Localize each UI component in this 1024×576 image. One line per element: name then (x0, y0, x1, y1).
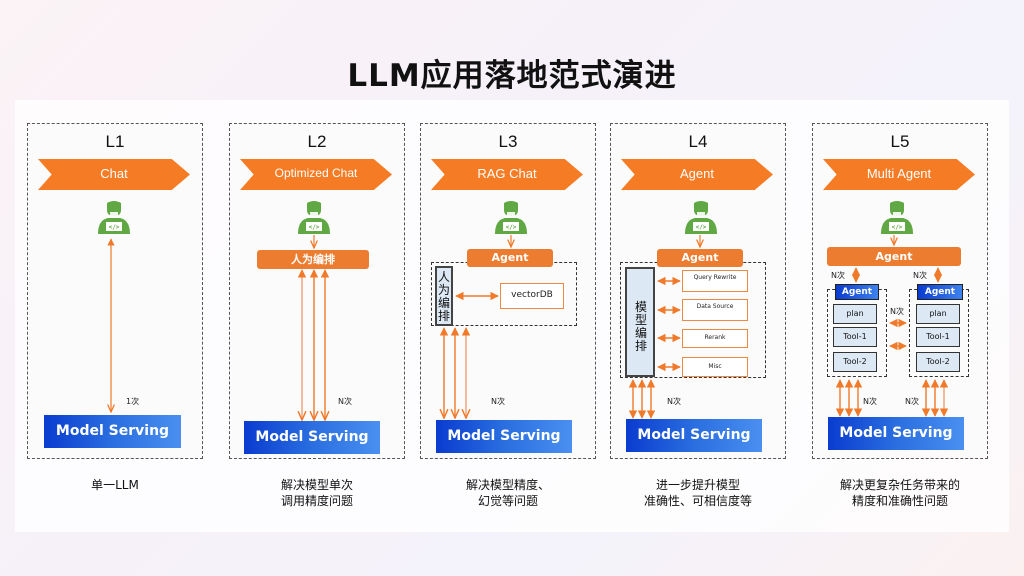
description-line: 解决更复杂任务带来的 (839, 478, 960, 492)
level-label: L5 (890, 132, 910, 151)
level-4-description: 进一步提升模型 准确性、可相信度等 (608, 477, 788, 509)
level-1-column: L1 Chat 1次 Model Serving (27, 123, 203, 459)
banner-text: Optimized Chat (274, 166, 358, 180)
call-count: N次 (913, 271, 927, 280)
level-label: L3 (498, 132, 518, 151)
call-count: N次 (890, 307, 904, 316)
description-line: 解决模型精度、 (465, 478, 550, 492)
agent-box: Agent (467, 249, 553, 267)
sub-agent-box: Agent (835, 284, 879, 300)
level-1-description: 单一LLM (25, 477, 205, 493)
level-3-description: 解决模型精度、 幻觉等问题 (418, 477, 598, 509)
level-banner: Multi Agent (823, 159, 975, 190)
level-2-description: 解决模型单次 调用精度问题 (227, 477, 407, 509)
level-banner: Optimized Chat (240, 159, 392, 190)
agent-box: Agent (827, 247, 961, 266)
call-arrows (230, 235, 406, 460)
call-arrows (835, 235, 949, 417)
orchestrator-box: 人为编排 (257, 250, 369, 269)
tool-box: Tool-2 (833, 352, 877, 372)
model-serving-box: Model Serving (828, 417, 964, 450)
description-line: 进一步提升模型 (655, 478, 740, 492)
tool-box: Tool-1 (916, 327, 960, 347)
orchestrator-box: 人为编排 (435, 266, 453, 326)
model-serving-box: Model Serving (436, 420, 572, 453)
tool-box: Tool-2 (916, 352, 960, 372)
level-5-description: 解决更复杂任务带来的 精度和准确性问题 (810, 477, 990, 509)
page-title: LLM应用落地范式演进 (347, 58, 677, 94)
call-count: N次 (491, 397, 505, 406)
plan-box: plan (833, 304, 877, 324)
banner-text: Agent (680, 166, 714, 181)
call-count: N次 (905, 397, 919, 406)
description-line: 调用精度问题 (280, 494, 353, 508)
description-line: 幻觉等问题 (477, 494, 538, 508)
vectordb-box: vectorDB (500, 283, 564, 309)
orchestrator-box: 模型编排 (625, 267, 655, 377)
banner-text: RAG Chat (477, 166, 537, 181)
plan-box: plan (916, 304, 960, 324)
call-count: N次 (863, 397, 877, 406)
level-banner: RAG Chat (431, 159, 583, 190)
level-label: L4 (688, 132, 708, 151)
model-serving-box: Model Serving (626, 419, 762, 452)
component-box: Rerank (682, 329, 748, 348)
level-3-column: L3 RAG Chat Agent 人为编排 vectorDB N次 Model… (420, 123, 596, 459)
component-box: Query Rewrite (682, 270, 748, 292)
level-label: L2 (307, 132, 327, 151)
call-count: N次 (831, 271, 845, 280)
call-arrows (421, 235, 597, 460)
level-banner: Chat (38, 159, 190, 190)
call-arrows (628, 235, 787, 419)
description-line: 解决模型单次 (280, 478, 353, 492)
tool-box: Tool-1 (833, 327, 877, 347)
call-count: 1次 (126, 397, 140, 406)
call-count: N次 (667, 397, 681, 406)
level-5-column: L5 Multi Agent Agent Agent plan Tool-1 T… (812, 123, 988, 459)
level-2-column: L2 Optimized Chat 人为编排 N次 Model Serving (229, 123, 405, 459)
description-line: 准确性、可相信度等 (643, 494, 752, 508)
banner-text: Multi Agent (866, 166, 932, 181)
component-box: Misc (682, 357, 748, 377)
model-serving-box: Model Serving (44, 415, 181, 448)
level-4-column: L4 Agent Agent 模型编排 Query Rewrite Data S… (610, 123, 786, 459)
description-line: 精度和准确性问题 (851, 494, 948, 508)
call-arrows (28, 124, 204, 460)
call-count: N次 (338, 397, 352, 406)
component-box: Data Source (682, 299, 748, 321)
level-label: L1 (105, 132, 125, 151)
model-serving-box: Model Serving (244, 421, 380, 454)
sub-agent-box: Agent (917, 284, 963, 300)
description-line: 单一LLM (91, 478, 139, 492)
level-banner: Agent (621, 159, 773, 190)
agent-box: Agent (657, 249, 743, 267)
banner-text: Chat (100, 166, 128, 181)
